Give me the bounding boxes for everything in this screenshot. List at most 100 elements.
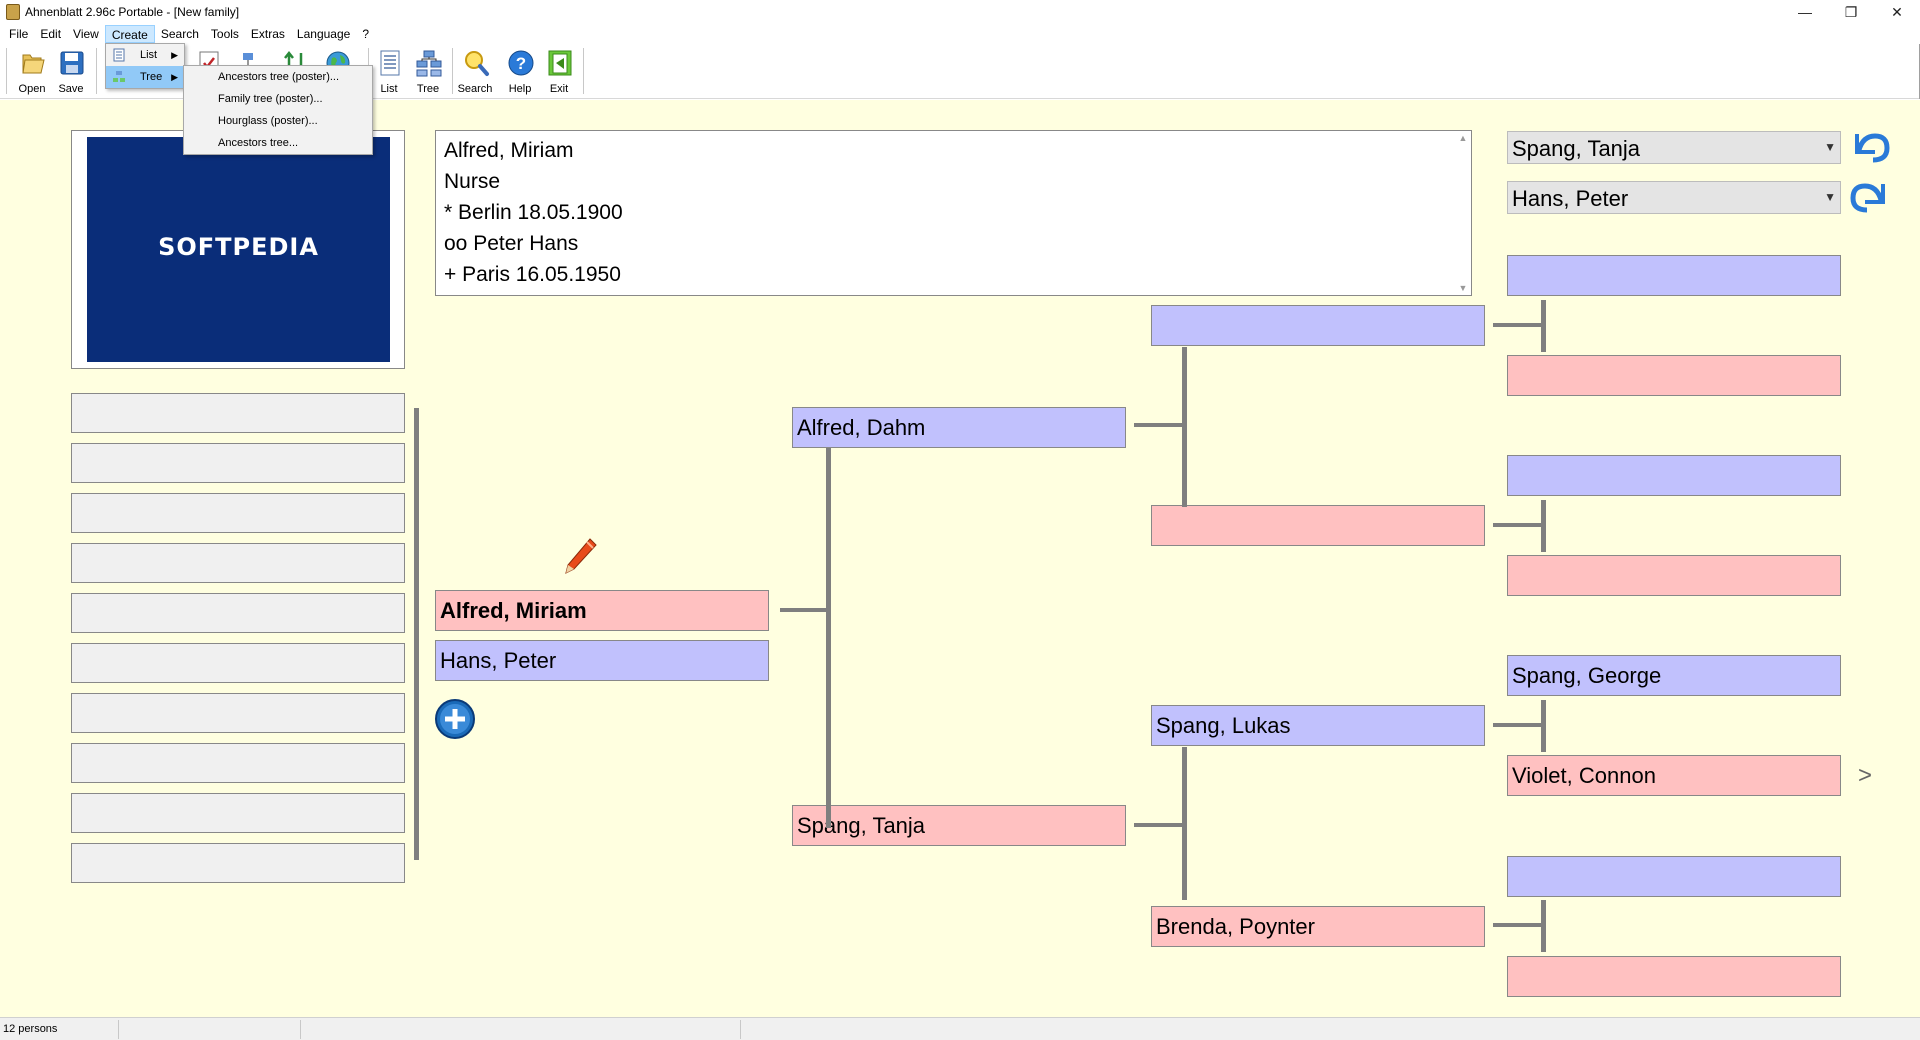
grandparent-box[interactable]: Brenda, Poynter xyxy=(1151,906,1485,947)
great-grandparent-box[interactable] xyxy=(1507,856,1841,897)
child-slot[interactable] xyxy=(71,793,405,833)
pencil-edit-icon[interactable] xyxy=(562,535,598,577)
question-circle-icon: ? xyxy=(508,50,534,76)
connector-line xyxy=(1541,300,1546,352)
grandparent-box[interactable] xyxy=(1151,505,1485,546)
menu-edit[interactable]: Edit xyxy=(40,27,62,41)
child-slot[interactable] xyxy=(71,493,405,533)
list-icon xyxy=(113,48,125,62)
help-button[interactable]: ? Help xyxy=(501,46,539,98)
svg-text:?: ? xyxy=(516,54,526,73)
search-button[interactable]: Search xyxy=(456,46,494,98)
connector-line xyxy=(1541,700,1546,752)
list-button[interactable]: List xyxy=(370,46,408,98)
scroll-down-icon[interactable]: ▼ xyxy=(1458,283,1468,293)
father-box[interactable]: Alfred, Dahm xyxy=(792,407,1126,448)
add-person-icon[interactable] xyxy=(434,698,476,740)
child-slot[interactable] xyxy=(71,693,405,733)
person-photo: SOFTPEDIA xyxy=(87,137,390,362)
menu-item-ancestors-poster[interactable]: Ancestors tree (poster)... xyxy=(218,71,340,83)
child-slot[interactable] xyxy=(71,843,405,883)
menu-item-ancestors-tree[interactable]: Ancestors tree... xyxy=(218,137,299,149)
create-menu-dropdown: List ▶ Tree ▶ xyxy=(105,43,185,89)
connector-line xyxy=(1182,347,1187,507)
minimize-button[interactable]: — xyxy=(1798,4,1812,20)
great-grandparent-box[interactable] xyxy=(1507,255,1841,296)
connector-line xyxy=(826,448,831,828)
history-combo-back[interactable]: Spang, Tanja ▼ xyxy=(1507,131,1841,164)
info-line: Nurse xyxy=(444,170,501,193)
great-grandparent-box[interactable] xyxy=(1507,555,1841,596)
great-grandparent-box[interactable] xyxy=(1507,455,1841,496)
person-count: 12 persons xyxy=(3,1023,58,1035)
info-line: + Paris 16.05.1950 xyxy=(444,263,621,286)
great-grandparent-box[interactable] xyxy=(1507,956,1841,997)
menu-item-family-poster[interactable]: Family tree (poster)... xyxy=(218,93,323,105)
redo-arrow-icon[interactable] xyxy=(1849,178,1891,216)
scroll-up-icon[interactable]: ▲ xyxy=(1458,133,1468,143)
connector-line xyxy=(1134,423,1184,427)
menu-language[interactable]: Language xyxy=(296,27,351,41)
menu-item-hourglass-poster[interactable]: Hourglass (poster)... xyxy=(218,115,318,127)
grandparent-box[interactable]: Spang, Lukas xyxy=(1151,705,1485,746)
tree-submenu: Ancestors tree (poster)... Family tree (… xyxy=(183,65,373,155)
child-slot[interactable] xyxy=(71,393,405,433)
window-title: Ahnenblatt 2.96c Portable - [New family] xyxy=(25,5,240,19)
tree-button[interactable]: Tree xyxy=(409,46,447,98)
chevron-down-icon: ▼ xyxy=(1824,140,1836,154)
mother-box[interactable]: Spang, Tanja xyxy=(792,805,1126,846)
info-line: * Berlin 18.05.1900 xyxy=(444,201,623,224)
app-icon xyxy=(6,4,20,20)
save-button[interactable]: Save xyxy=(52,46,90,98)
connector-line xyxy=(1182,747,1187,900)
great-grandparent-box[interactable] xyxy=(1507,355,1841,396)
children-bracket-line xyxy=(414,408,419,860)
menu-view[interactable]: View xyxy=(73,27,99,41)
info-scrollbar[interactable]: ▲ ▼ xyxy=(1455,131,1471,295)
connector-line xyxy=(1493,723,1543,727)
menu-extras[interactable]: Extras xyxy=(250,27,285,41)
photo-logo: SOFTPEDIA xyxy=(158,233,319,261)
connector-line xyxy=(1134,823,1184,827)
chevron-down-icon: ▼ xyxy=(1824,190,1836,204)
close-button[interactable]: ✕ xyxy=(1891,4,1903,20)
maximize-button[interactable]: ❐ xyxy=(1844,4,1858,20)
open-button[interactable]: Open xyxy=(13,46,51,98)
more-ancestors-arrow[interactable]: > xyxy=(1858,762,1873,789)
spouse-box[interactable]: Hans, Peter xyxy=(435,640,769,681)
menu-search[interactable]: Search xyxy=(160,27,199,41)
history-combo-forward[interactable]: Hans, Peter ▼ xyxy=(1507,181,1841,214)
connector-line xyxy=(1541,900,1546,952)
great-grandparent-box[interactable]: Spang, George xyxy=(1507,655,1841,696)
undo-arrow-icon[interactable] xyxy=(1849,128,1891,166)
child-slot[interactable] xyxy=(71,643,405,683)
magnifier-icon xyxy=(465,51,489,76)
tree-icon xyxy=(416,50,442,77)
menu-item-tree[interactable]: Tree ▶ xyxy=(106,66,184,88)
floppy-disk-icon xyxy=(60,51,84,75)
info-line: oo Peter Hans xyxy=(444,232,579,255)
list-icon xyxy=(380,50,400,76)
tree-icon xyxy=(113,71,125,82)
child-slot[interactable] xyxy=(71,593,405,633)
menu-help[interactable]: ? xyxy=(362,27,369,41)
menu-tools[interactable]: Tools xyxy=(210,27,239,41)
submenu-arrow-icon: ▶ xyxy=(171,72,178,82)
connector-line xyxy=(1493,523,1543,527)
child-slot[interactable] xyxy=(71,443,405,483)
connector-line xyxy=(1541,500,1546,552)
grandparent-box[interactable] xyxy=(1151,305,1485,346)
exit-button[interactable]: Exit xyxy=(540,46,578,98)
folder-open-icon xyxy=(22,54,45,74)
connector-line xyxy=(780,608,828,612)
photo-frame[interactable]: SOFTPEDIA xyxy=(71,130,405,369)
menu-create[interactable]: Create xyxy=(104,25,155,43)
menu-item-list[interactable]: List ▶ xyxy=(106,44,184,66)
child-slot[interactable] xyxy=(71,743,405,783)
child-slot[interactable] xyxy=(71,543,405,583)
proband-box[interactable]: Alfred, Miriam xyxy=(435,590,769,631)
great-grandparent-box[interactable]: Violet, Connon xyxy=(1507,755,1841,796)
person-info-box[interactable]: Alfred, Miriam Nurse * Berlin 18.05.1900… xyxy=(435,130,1472,296)
info-line: Alfred, Miriam xyxy=(444,139,574,162)
menu-file[interactable]: File xyxy=(9,27,29,41)
